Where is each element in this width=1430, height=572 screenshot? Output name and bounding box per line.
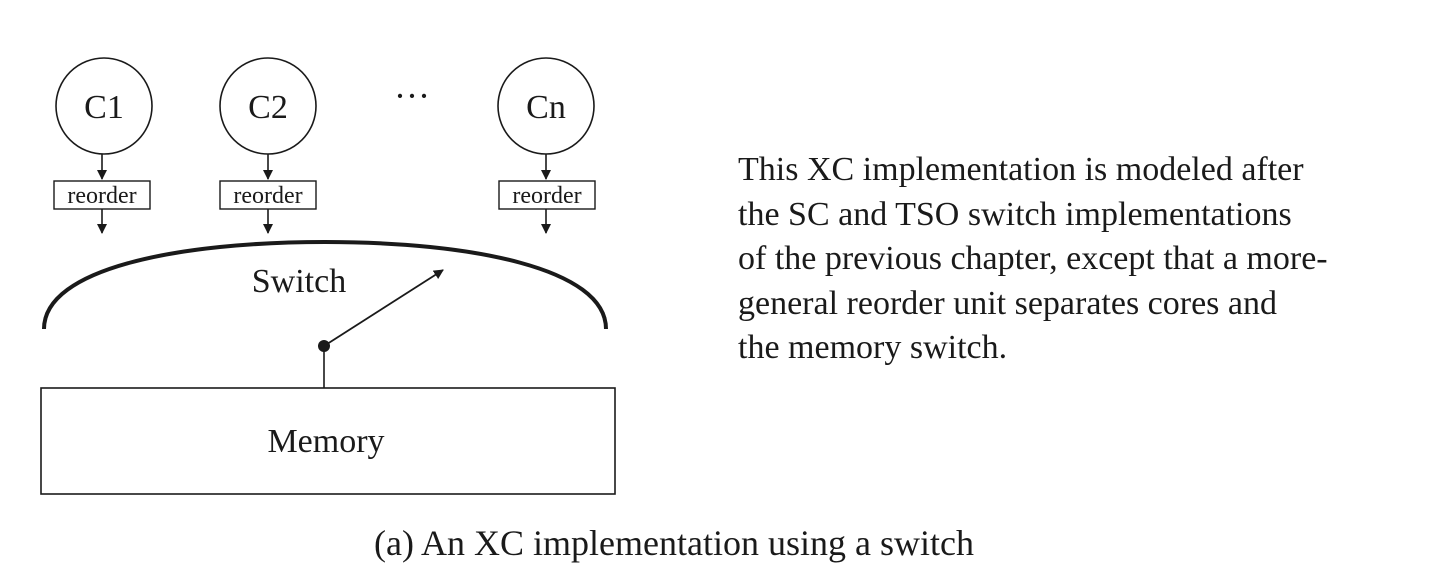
memory-box bbox=[40, 387, 616, 495]
core-c1: C1 bbox=[55, 57, 153, 155]
core-c2: C2 bbox=[219, 57, 317, 155]
description-line: the SC and TSO switch implementations bbox=[738, 195, 1292, 233]
switch-pointer-arrow bbox=[323, 269, 444, 347]
core-cn: Cn bbox=[497, 57, 595, 155]
description-line: general reorder unit separates cores and bbox=[738, 284, 1278, 322]
cores-ellipsis: ··· bbox=[394, 76, 430, 116]
core-c1-label: C1 bbox=[84, 89, 124, 126]
reorder-label: reorder bbox=[512, 183, 581, 209]
reorder-label: reorder bbox=[67, 183, 136, 209]
description-text: This XC implementation is modeled after … bbox=[738, 148, 1398, 371]
reorder-label: reorder bbox=[233, 183, 302, 209]
figure-caption: (a) An XC implementation using a switch bbox=[374, 523, 974, 563]
reorder-unit-cn: reorder bbox=[498, 180, 596, 210]
reorder-box bbox=[498, 180, 596, 210]
core-c1-circle bbox=[55, 57, 153, 155]
core-c2-label: C2 bbox=[248, 89, 288, 126]
description-line: This XC implementation is modeled after bbox=[738, 151, 1304, 188]
switch-arc bbox=[42, 239, 608, 330]
reorder-unit-c2: reorder bbox=[219, 180, 317, 210]
core-cn-label: Cn bbox=[526, 89, 566, 126]
memory-label: Memory bbox=[267, 423, 384, 460]
description-line: the memory switch. bbox=[738, 329, 1008, 366]
memory-block: Memory bbox=[40, 387, 616, 495]
switch-label: Switch bbox=[252, 263, 346, 300]
reorder-unit-c1: reorder bbox=[53, 180, 151, 210]
description-line: of the previous chapter, except that a m… bbox=[738, 240, 1328, 277]
